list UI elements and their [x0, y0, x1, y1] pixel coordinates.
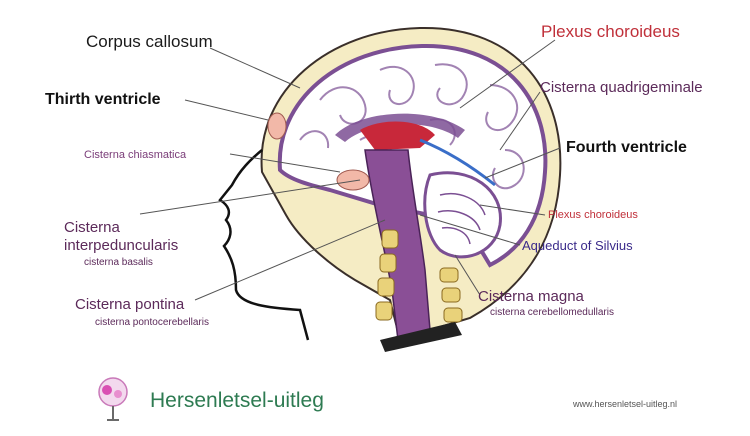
- thirth-ventricle-shape: [267, 112, 287, 140]
- label-cisterna-magna: Cisterna magna: [478, 288, 584, 305]
- corpus-callosum-shape: [335, 113, 465, 142]
- label-cisterna-basalis: cisterna basalis: [84, 257, 153, 268]
- label-fourth-ventricle: Fourth ventricle: [566, 139, 687, 156]
- label-cisterna-interpeduncularis-2: interpeduncularis: [64, 237, 179, 254]
- brand-logo-icon: [98, 377, 128, 421]
- label-cisterna-pontina: Cisterna pontina: [75, 296, 185, 313]
- label-cisterna-cerebellomedullaris: cisterna cerebellomedullaris: [490, 307, 614, 318]
- aqueduct-line: [419, 138, 496, 187]
- brand-name: Hersenletsel-uitleg: [150, 389, 324, 412]
- label-aqueduct-of-silvius: Aqueduct of Silvius: [522, 238, 633, 253]
- label-cisterna-pontocerebellaris: cisterna pontocerebellaris: [95, 317, 209, 328]
- cisterna-shape: [336, 169, 370, 191]
- label-cisterna-quadrigeminale: Cisterna quadrigeminale: [540, 79, 703, 96]
- leader-lines: [139, 39, 561, 301]
- label-plexus-choroideus-top: Plexus choroideus: [541, 22, 680, 41]
- face-profile: [218, 149, 310, 341]
- label-plexus-choroideus-bottom: Plexus choroideus: [548, 209, 638, 221]
- label-corpus-callosum: Corpus callosum: [86, 32, 213, 51]
- label-thirth-ventricle: Thirth ventricle: [45, 91, 161, 108]
- vertebrae: [375, 229, 463, 323]
- brand-url[interactable]: www.hersenletsel-uitleg.nl: [573, 399, 678, 409]
- label-cisterna-interpeduncularis-1: Cisterna: [64, 219, 120, 236]
- cerebellum-folds: [437, 193, 486, 245]
- neck-base: [380, 322, 462, 352]
- plexus-red: [360, 121, 435, 150]
- label-cisterna-chiasmatica: Cisterna chiasmatica: [84, 149, 187, 161]
